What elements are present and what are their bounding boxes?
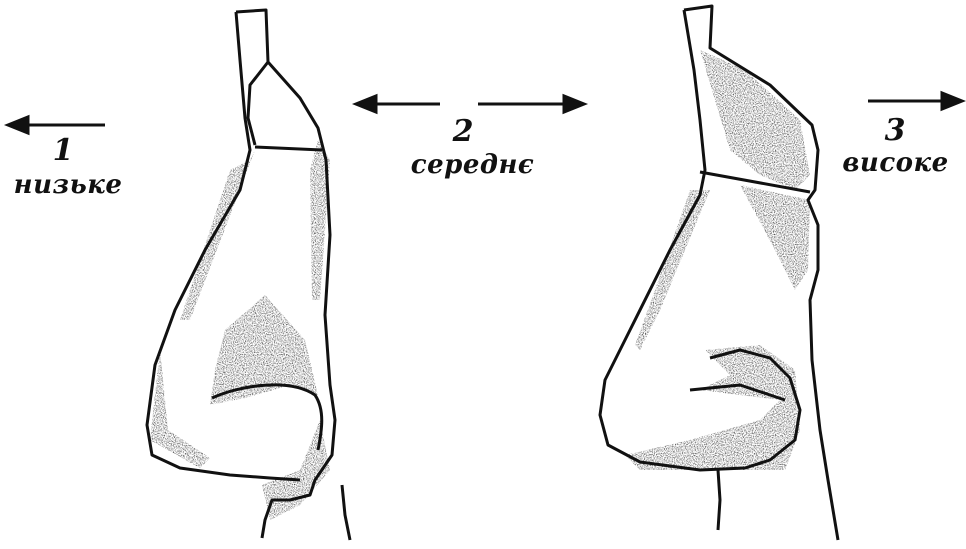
label-2-number: 2 bbox=[448, 117, 478, 147]
label-1-word: низьке bbox=[8, 172, 128, 198]
label-3-word: високе bbox=[838, 150, 953, 176]
nose-profile-high bbox=[600, 6, 838, 540]
nose-profile-low bbox=[147, 10, 350, 540]
label-3-number: 3 bbox=[880, 116, 910, 146]
label-2-word: середнє bbox=[405, 152, 540, 178]
nose-low-shading bbox=[150, 140, 330, 520]
arrow-right bbox=[868, 93, 962, 109]
label-1-number: 1 bbox=[48, 136, 78, 166]
arrow-left bbox=[8, 117, 105, 133]
arrow-both bbox=[356, 96, 584, 112]
nose-high-shading bbox=[625, 50, 810, 470]
